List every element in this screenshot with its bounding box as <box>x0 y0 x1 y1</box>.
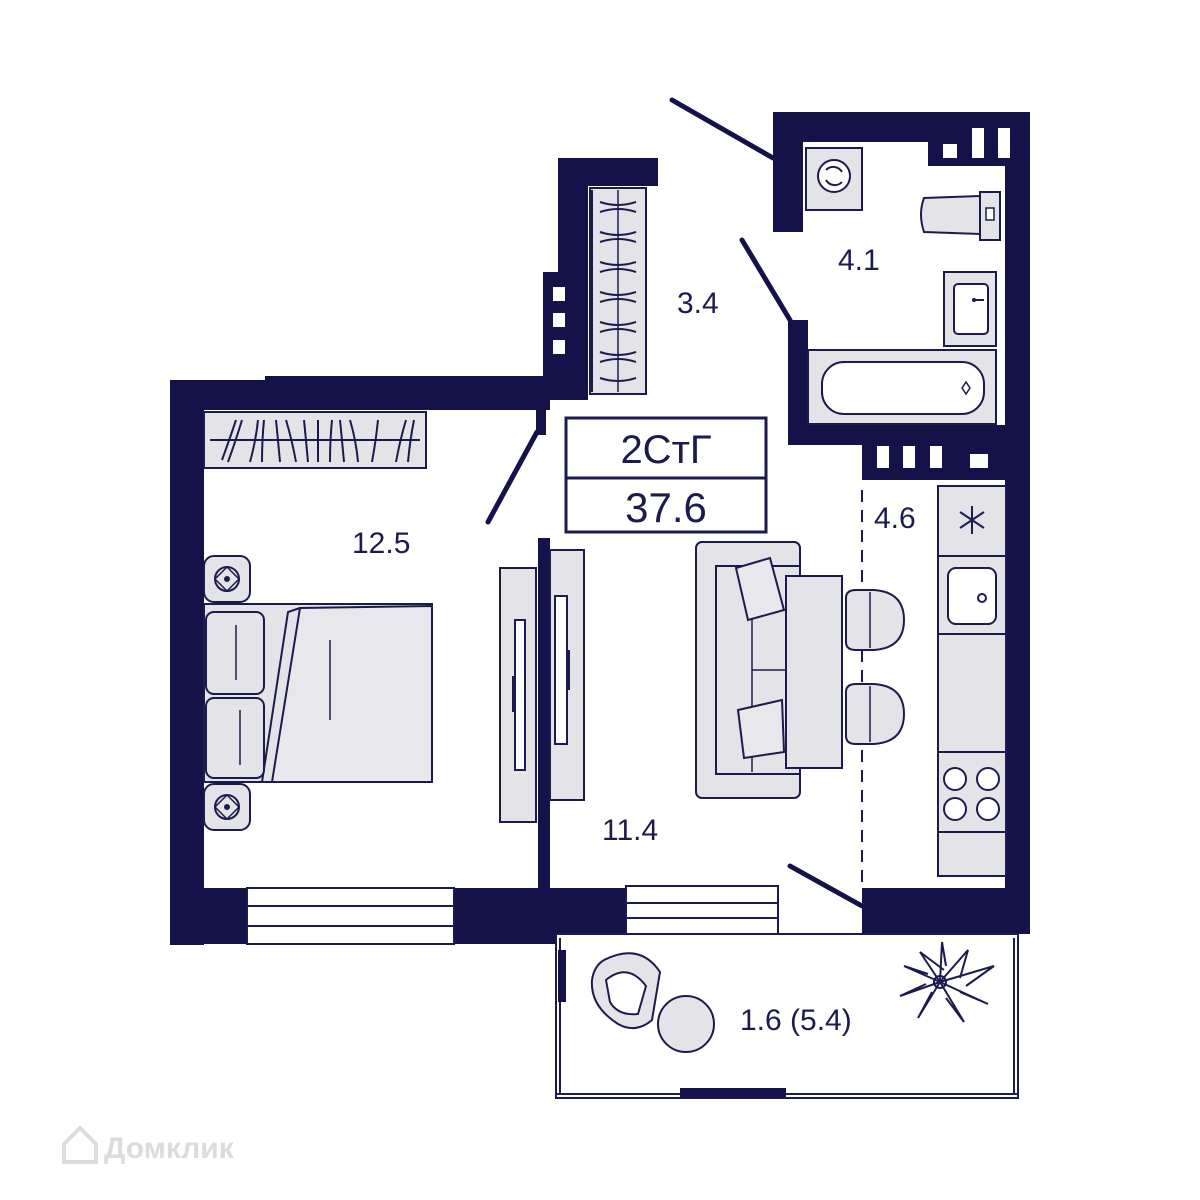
plan-total-area: 37.6 <box>625 484 707 531</box>
vent-hole <box>553 340 565 354</box>
wall-bath-left-upper <box>773 112 803 232</box>
vent-hole <box>998 128 1010 158</box>
wall-bath-top <box>773 112 1030 142</box>
dining-table <box>785 575 843 769</box>
room-area-living: 11.4 <box>602 814 658 847</box>
chair <box>845 589 906 651</box>
bed <box>203 603 433 783</box>
kitchen-counter <box>937 485 1007 877</box>
plant-icon <box>899 941 995 1023</box>
hood-icon <box>959 506 985 534</box>
wall-bottom-left <box>170 888 247 944</box>
wall-bedroom-top-step <box>265 376 550 386</box>
wall-bedroom-left <box>170 380 204 945</box>
window-living <box>625 885 779 935</box>
armchair <box>590 952 662 1030</box>
door-entrance <box>669 97 776 161</box>
room-area-kitchen: 4.6 <box>874 502 916 535</box>
vent-hole <box>553 287 565 301</box>
watermark: Домклик <box>62 1125 235 1165</box>
round-table <box>657 995 715 1053</box>
room-area-balcony: 1.6 (5.4) <box>740 1004 852 1037</box>
chair <box>845 683 906 745</box>
vent-hole <box>943 144 957 158</box>
wall-bath-left-lower <box>788 320 808 445</box>
watermark-text: Домклик <box>104 1132 235 1165</box>
room-area-bedroom: 12.5 <box>352 527 410 560</box>
balcony <box>555 933 1019 1099</box>
plan-type-code: 2СтГ <box>620 428 711 472</box>
bedroom-wardrobe <box>203 411 427 469</box>
walls <box>170 112 1030 945</box>
hall-wardrobe <box>589 187 647 395</box>
doors <box>485 97 865 909</box>
room-area-bathroom: 4.1 <box>838 244 880 277</box>
vent-hole <box>877 446 889 468</box>
kitchen-sink <box>947 567 997 625</box>
wall-bottom-right <box>862 888 1030 934</box>
vent-hole <box>930 446 942 468</box>
window-bedroom <box>246 887 455 945</box>
wall-door-stub <box>536 405 546 435</box>
nightstand <box>203 783 251 831</box>
stove <box>943 767 1000 821</box>
pillow <box>205 697 265 779</box>
vent-hole <box>553 313 565 327</box>
room-area-hall: 3.4 <box>677 287 719 320</box>
toilet <box>920 191 1001 241</box>
vent-hole <box>903 446 915 468</box>
plan-type-badge: 2СтГ 37.6 <box>564 416 768 534</box>
nightstand <box>203 555 251 603</box>
windows <box>246 885 779 945</box>
house-icon <box>62 1125 98 1164</box>
vent-hole <box>970 454 988 468</box>
wall-hall-ledge <box>543 272 563 400</box>
tv-console <box>499 549 585 823</box>
wall-partition <box>538 538 550 888</box>
bathtub <box>807 349 997 425</box>
wall-hall-top <box>558 158 658 186</box>
washing-machine <box>805 147 863 211</box>
door-bathroom <box>739 237 793 323</box>
sofa <box>695 541 801 799</box>
wall-right <box>1005 112 1030 934</box>
vent-holes <box>553 128 1010 468</box>
door-bedroom <box>485 429 540 525</box>
bathroom-sink <box>943 271 997 347</box>
pillow <box>205 611 265 695</box>
vent-hole <box>972 128 984 158</box>
door-balcony <box>787 863 865 909</box>
